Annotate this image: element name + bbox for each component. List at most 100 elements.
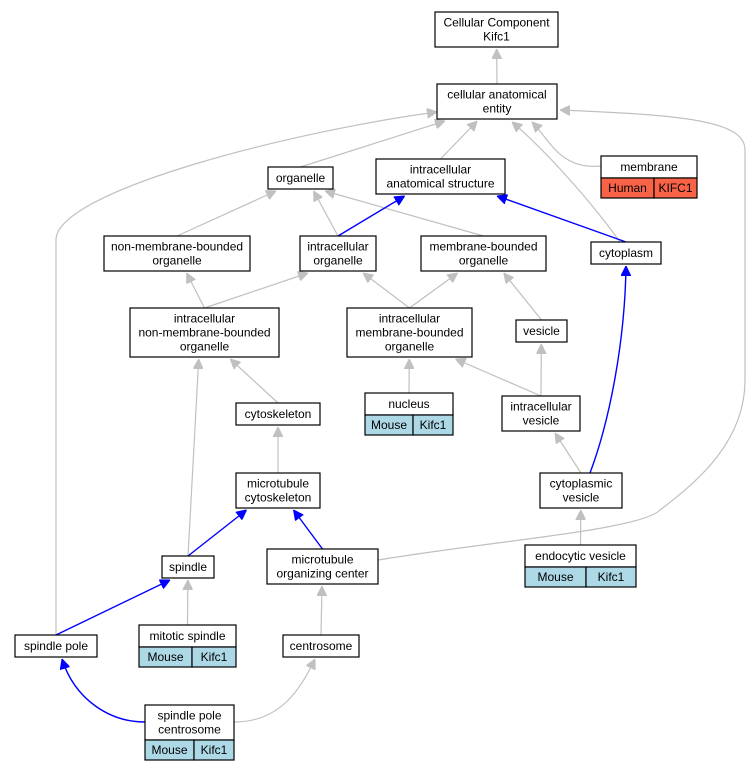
edge-inmbo-to-nmbo (186, 273, 206, 309)
edge-centrosome-to-mtoc (321, 586, 322, 636)
node-box (282, 634, 360, 658)
node-box (103, 235, 251, 272)
node-label: cytoskeleton (245, 407, 312, 421)
node-label: cellular anatomical (447, 88, 546, 102)
node-label: intracellular (410, 163, 471, 177)
gene-cell-box (653, 177, 698, 199)
node-label: spindle pole (157, 709, 221, 723)
node-box (375, 158, 506, 195)
node-label: nucleus (388, 397, 429, 411)
node-label: vesicle (563, 491, 600, 505)
node-label: microtubule (291, 553, 353, 567)
gene-cell: Kifc1 (201, 650, 228, 664)
edge-io-to-organelle (314, 191, 339, 237)
edge-mbo-to-organelle (325, 191, 484, 237)
node-label: organelle (459, 254, 509, 268)
node-vesicle[interactable]: vesicle (515, 319, 568, 343)
node-cytoplasm[interactable]: cytoplasm (590, 241, 662, 265)
edge-sp-to-spindle (55, 580, 170, 636)
gene-cell-box (412, 414, 454, 436)
edge-vesicle-to-mbo (504, 273, 542, 321)
node-label: non-membrane-bounded (111, 240, 243, 254)
edge-cytoskeleton-to-inmbo (230, 359, 279, 404)
species-cell: Mouse (537, 570, 573, 584)
node-label: organelle (385, 340, 435, 354)
node-box (515, 319, 568, 343)
gene-cell-box (585, 566, 637, 588)
node-label: centrosome (158, 723, 221, 737)
edge-iv-to-imbo (456, 359, 542, 397)
edge-membrane-to-cae (532, 122, 602, 167)
node-inmbo[interactable]: intracellularnon-membrane-boundedorganel… (129, 307, 280, 358)
edge-sp-to-cae (55, 112, 437, 635)
node-box (267, 166, 334, 190)
node-label: organelle (313, 254, 363, 268)
node-sp[interactable]: spindle pole (14, 634, 98, 658)
edges-layer (55, 49, 746, 723)
edge-spindle-to-mtc (187, 510, 247, 557)
edge-spc-to-centrosome (233, 659, 315, 723)
edge-inmbo-to-io (204, 273, 309, 309)
edge-imbo-to-io (363, 273, 410, 309)
node-box (299, 235, 377, 272)
node-cytoskeleton[interactable]: cytoskeleton (235, 402, 321, 426)
node-box (434, 11, 559, 48)
node-centrosome[interactable]: centrosome (282, 634, 360, 658)
node-box (436, 83, 558, 120)
node-label: membrane (620, 160, 678, 174)
node-label: endocytic vesicle (535, 549, 626, 563)
node-label: cytoplasm (599, 246, 653, 260)
gene-cell: Kifc1 (201, 743, 228, 757)
gene-cell: KIFC1 (658, 181, 692, 195)
node-box (129, 307, 280, 358)
edge-spindle-to-inmbo (187, 359, 199, 557)
node-label: spindle (169, 560, 207, 574)
node-spindle[interactable]: spindle (161, 555, 215, 579)
species-cell: Mouse (371, 418, 407, 432)
gene-cell-box (193, 739, 235, 761)
node-box (590, 241, 662, 265)
node-label: membrane-bounded (429, 240, 537, 254)
edge-io-to-ias (337, 195, 405, 237)
edge-cytoplasm-to-ias (497, 196, 627, 243)
node-label: Kifc1 (483, 30, 510, 44)
edge-mtoc-to-cae (377, 110, 746, 561)
edge-cytoplasm-to-cae (512, 122, 621, 243)
node-label: cytoskeleton (245, 491, 312, 505)
node-box (501, 395, 581, 432)
species-cell: Mouse (151, 743, 187, 757)
species-cell: Human (608, 181, 647, 195)
node-label: anatomical structure (386, 177, 494, 191)
edge-organelle-to-cae (300, 121, 446, 168)
gene-cell: Kifc1 (420, 418, 447, 432)
node-label: organelle (276, 171, 326, 185)
node-organelle[interactable]: organelle (267, 166, 334, 190)
edge-ias-to-cae (440, 121, 478, 160)
edge-spc-to-sp (62, 659, 146, 723)
node-label: organelle (152, 254, 202, 268)
node-box (420, 235, 547, 272)
edge-cv-to-iv (555, 433, 582, 474)
gene-cell-box (191, 646, 237, 668)
node-label: entity (483, 102, 512, 116)
node-label: membrane-bounded (355, 326, 463, 340)
node-label: microtubule (247, 477, 309, 491)
